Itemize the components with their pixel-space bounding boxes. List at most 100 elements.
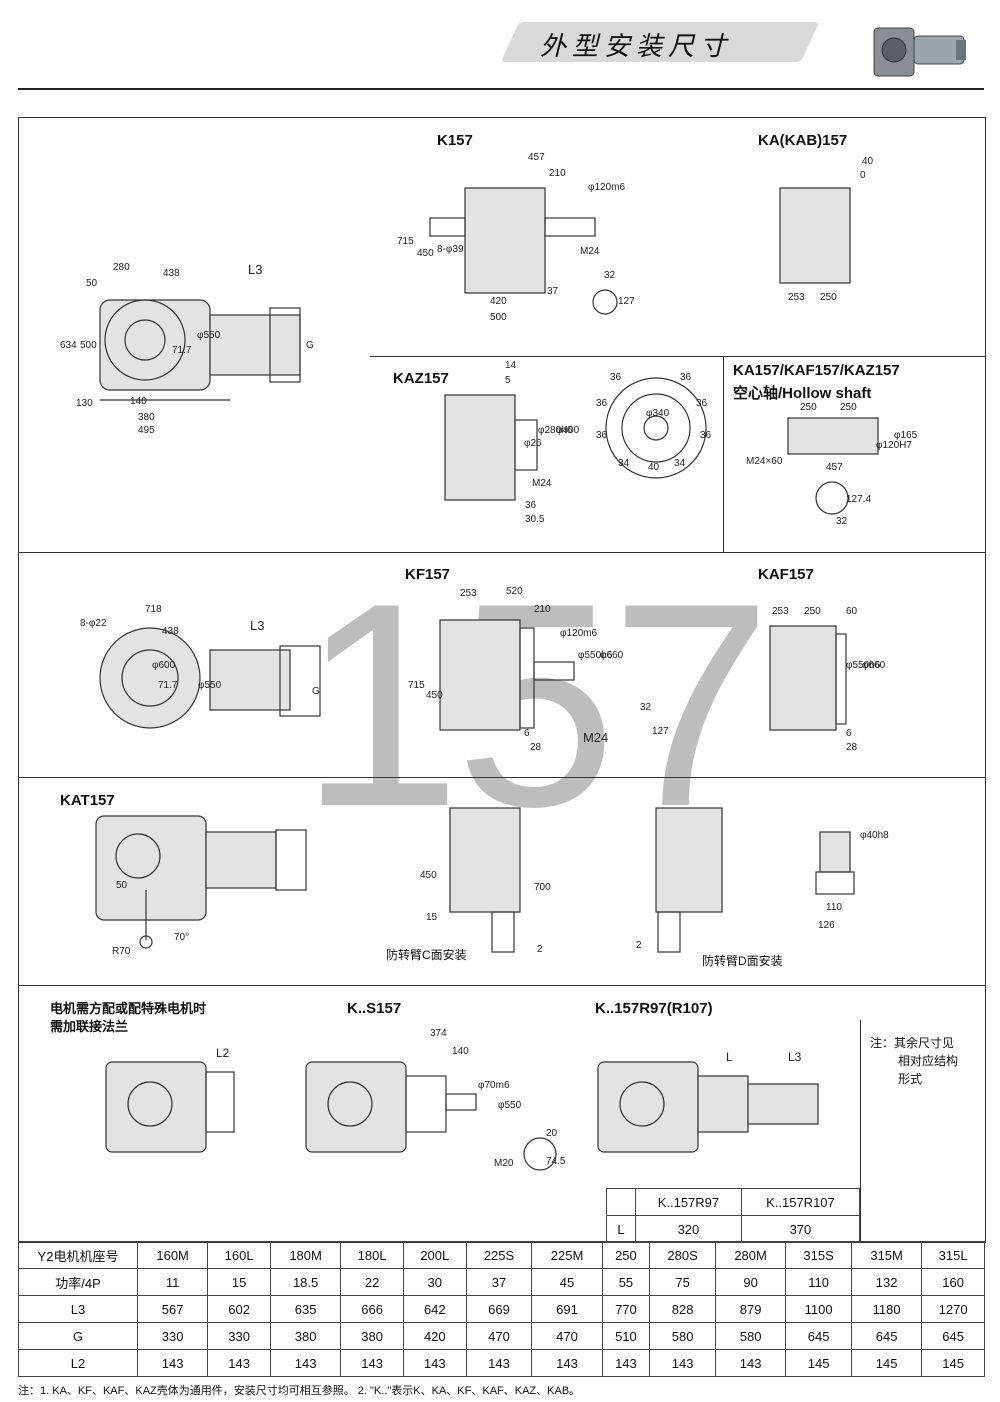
divider — [860, 1020, 861, 1241]
table-cell: 143 — [136, 1349, 209, 1377]
dim-label: 30.5 — [525, 514, 545, 525]
dim-label: 36 — [696, 398, 708, 409]
table-cell: 160L — [207, 1241, 271, 1269]
dim-label: 2 — [537, 944, 543, 955]
kat157-label: KAT157 — [60, 792, 115, 809]
caption-c: 防转臂C面安装 — [386, 948, 467, 962]
dim-label: 32 — [836, 516, 848, 527]
table-header-cell: K..157R107 — [740, 1188, 861, 1216]
dim-label: 420 — [490, 296, 507, 307]
dim-label: 280 — [113, 262, 130, 273]
dim-label: M20 — [494, 1158, 514, 1169]
dim-label: 110 — [826, 902, 842, 913]
flange-adapter-drawing — [105, 1061, 235, 1153]
dim-label: 126 — [818, 920, 835, 931]
side-note-line: 注：其余尺寸见 — [870, 1036, 955, 1050]
dim-label: 250 — [800, 402, 817, 413]
kaz157-label: KAZ157 — [393, 370, 449, 387]
torque-arm-c-drawing — [449, 807, 521, 953]
dim-label: 36 — [525, 500, 537, 511]
dim-label: M24 — [580, 246, 600, 257]
table-cell: 160 — [921, 1268, 985, 1296]
table-cell: 143 — [402, 1349, 467, 1377]
table-cell: 145 — [921, 1349, 985, 1377]
dim-label: 36 — [596, 398, 608, 409]
shaft-section-drawing — [523, 1137, 557, 1171]
dim-label: 210 — [549, 168, 566, 179]
table-cell: 225M — [531, 1241, 603, 1269]
dim-label: 438 — [163, 268, 180, 279]
table-cell — [606, 1188, 636, 1216]
dim-label: φ550h6 — [578, 650, 613, 661]
table-row-label: G — [18, 1322, 138, 1350]
dim-label: 127.4 — [846, 494, 872, 505]
dim-label: L3 — [250, 618, 265, 633]
dim-label: 2 — [636, 940, 642, 951]
table-cell: 45 — [531, 1268, 603, 1296]
table-cell: 250 — [601, 1241, 651, 1269]
dim-label: 450 — [420, 870, 437, 881]
divider — [370, 356, 985, 357]
dim-label: 71.7 — [158, 680, 178, 691]
dim-label: 374 — [430, 1028, 447, 1039]
k157-front-drawing — [429, 187, 618, 315]
ks157-label: K..S157 — [347, 1000, 402, 1017]
dim-label: φ550h6 — [846, 660, 881, 671]
dim-label: 36 — [680, 372, 692, 383]
dim-label: 14 — [505, 360, 517, 371]
dim-label: 32 — [604, 270, 616, 281]
table-cell: 420 — [402, 1322, 467, 1350]
dim-label: 70° — [174, 932, 190, 943]
dim-label: 36 — [700, 430, 712, 441]
dim-label: 520 — [506, 586, 523, 597]
table-cell: 30 — [402, 1268, 467, 1296]
table-cell: 1180 — [850, 1295, 923, 1323]
dim-label: 28 — [846, 742, 858, 753]
table-cell: 315S — [785, 1241, 852, 1269]
dim-label: φ40h8 — [860, 830, 889, 841]
dim-label: G — [312, 686, 320, 697]
table-cell: 315M — [850, 1241, 923, 1269]
caption-d: 防转臂D面安装 — [702, 954, 783, 968]
dim-label: 34 — [618, 458, 630, 469]
dim-label: φ165 — [894, 430, 918, 441]
motor-note: 电机需方配或配特殊电机时 — [50, 1001, 207, 1016]
table-cell: 642 — [402, 1295, 467, 1323]
ks157-drawing — [305, 1061, 477, 1153]
table-cell: 645 — [785, 1322, 852, 1350]
dim-label: 127 — [618, 296, 635, 307]
dim-label: 457 — [528, 152, 545, 163]
dim-label: φ400 — [556, 425, 580, 436]
kaz157-drawing — [444, 394, 538, 501]
dim-label: 28 — [530, 742, 542, 753]
table-cell: 110 — [785, 1268, 852, 1296]
dim-label: 0 — [860, 170, 866, 181]
dim-label: φ26 — [524, 438, 542, 449]
dim-label: φ120m6 — [560, 628, 598, 639]
table-cell: 580 — [714, 1322, 787, 1350]
dim-label: 40 — [648, 462, 660, 473]
divider — [18, 777, 985, 778]
divider — [723, 356, 724, 552]
table-cell: 330 — [207, 1322, 271, 1350]
table-row-label: L2 — [18, 1349, 138, 1377]
motor-note-2: 需加联接法兰 — [50, 1019, 129, 1034]
table-cell: 828 — [649, 1295, 716, 1323]
dim-label: M24 — [532, 478, 552, 489]
dim-label: φ550 — [498, 1100, 522, 1111]
table-cell: 567 — [136, 1295, 209, 1323]
dim-label: M24×60 — [746, 456, 783, 467]
table-row-label: L3 — [18, 1295, 138, 1323]
dim-label: 130 — [76, 398, 93, 409]
hollow-label: KA157/KAF157/KAZ157 — [733, 362, 900, 379]
table-cell: 470 — [465, 1322, 533, 1350]
table-cell: 510 — [601, 1322, 651, 1350]
table-cell: 666 — [340, 1295, 404, 1323]
kaf157-label: KAF157 — [758, 566, 814, 583]
kr-label: K..157R97(R107) — [595, 1000, 713, 1017]
hollow-shaft-drawing — [787, 417, 879, 515]
dim-label: 8-φ22 — [80, 618, 107, 629]
dim-label: 457 — [826, 462, 843, 473]
